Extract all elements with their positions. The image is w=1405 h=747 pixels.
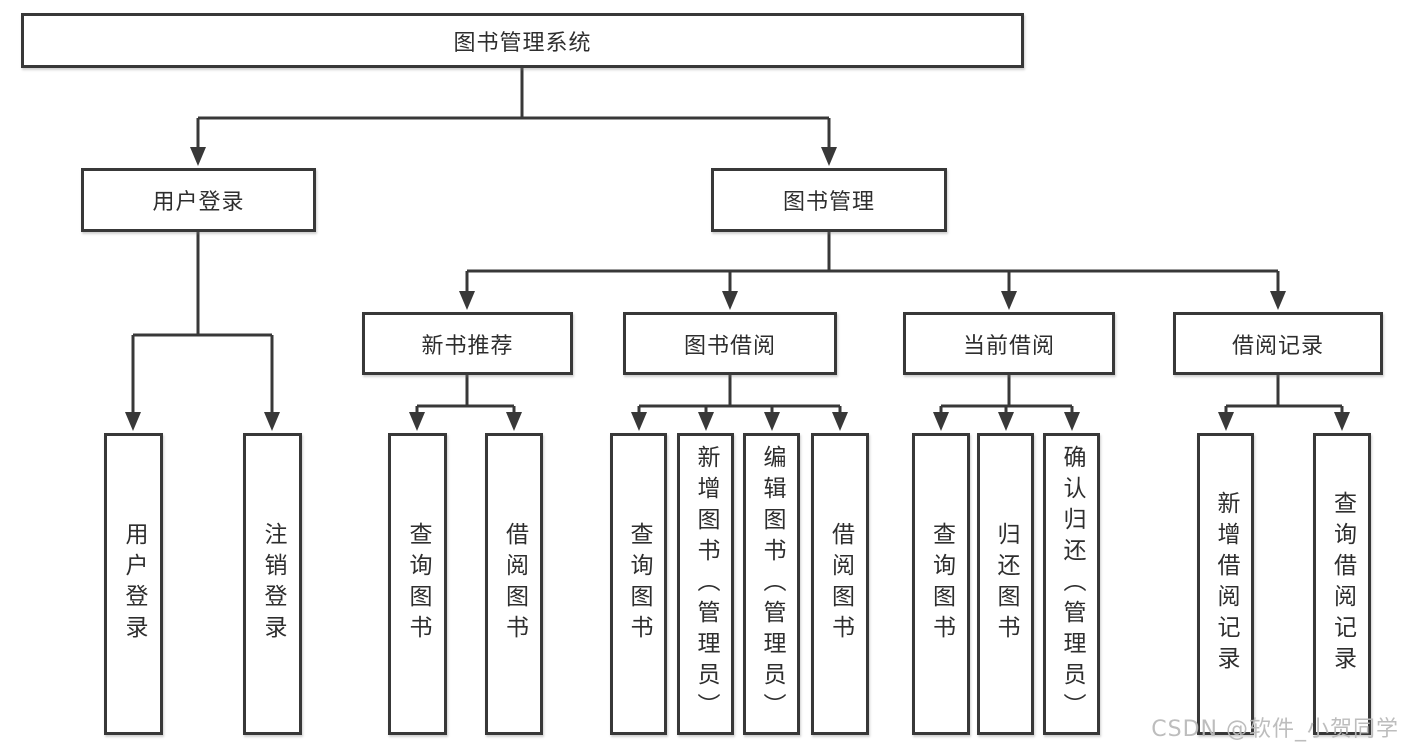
csdn-watermark: CSDN @软件_小贺同学 <box>1151 717 1399 742</box>
node-root-system: 图书管理系统 <box>21 13 1024 68</box>
leaf-label: 用户登录 <box>121 522 147 646</box>
node-book-borrowing: 图书借阅 <box>623 312 837 375</box>
leaf-label: 借阅图书 <box>827 522 854 646</box>
leaf-label: 查询图书 <box>928 522 955 646</box>
leaf-query-books-borrowing: 查询图书 <box>610 433 667 735</box>
leaf-query-borrow-record: 查询借阅记录 <box>1313 433 1371 735</box>
leaf-query-books-current: 查询图书 <box>912 433 970 735</box>
node-book-management-branch: 图书管理 <box>711 168 947 232</box>
leaf-add-borrow-record: 新增借阅记录 <box>1197 433 1254 735</box>
node-current-borrowing: 当前借阅 <box>903 312 1115 375</box>
node-label: 当前借阅 <box>962 333 1055 359</box>
leaf-query-books-recommend: 查询图书 <box>388 433 447 735</box>
leaf-label: 借阅图书 <box>501 522 528 646</box>
leaf-add-book-admin: 新增图书（管理员） <box>677 433 734 735</box>
leaf-label: 确认归还（管理员） <box>1059 444 1085 724</box>
node-user-login-branch: 用户登录 <box>81 168 316 232</box>
leaf-borrow-books-recommend: 借阅图书 <box>485 433 543 735</box>
leaf-label: 查询图书 <box>405 522 431 646</box>
leaf-label: 查询图书 <box>626 522 652 646</box>
leaf-borrow-books-borrowing: 借阅图书 <box>811 433 869 735</box>
leaf-logout: 注销登录 <box>243 433 302 735</box>
node-label: 图书管理 <box>782 190 875 215</box>
node-root-label: 图书管理系统 <box>453 30 592 56</box>
node-borrowing-records: 借阅记录 <box>1173 312 1383 375</box>
leaf-edit-book-admin: 编辑图书（管理员） <box>743 433 800 735</box>
leaf-user-login: 用户登录 <box>104 433 163 735</box>
node-label: 借阅记录 <box>1231 333 1324 359</box>
leaf-return-book: 归还图书 <box>977 433 1034 735</box>
leaf-label: 查询借阅记录 <box>1329 491 1356 677</box>
leaf-label: 归还图书 <box>993 522 1019 646</box>
leaf-confirm-return-admin: 确认归还（管理员） <box>1043 433 1100 735</box>
leaf-label: 新增图书（管理员） <box>693 444 719 724</box>
node-label: 用户登录 <box>152 190 245 215</box>
node-label: 图书借阅 <box>683 333 776 359</box>
node-new-book-recommend: 新书推荐 <box>362 312 573 375</box>
leaf-label: 注销登录 <box>260 522 286 646</box>
node-label: 新书推荐 <box>421 333 514 359</box>
leaf-label: 新增借阅记录 <box>1213 491 1239 677</box>
leaf-label: 编辑图书（管理员） <box>759 444 785 724</box>
